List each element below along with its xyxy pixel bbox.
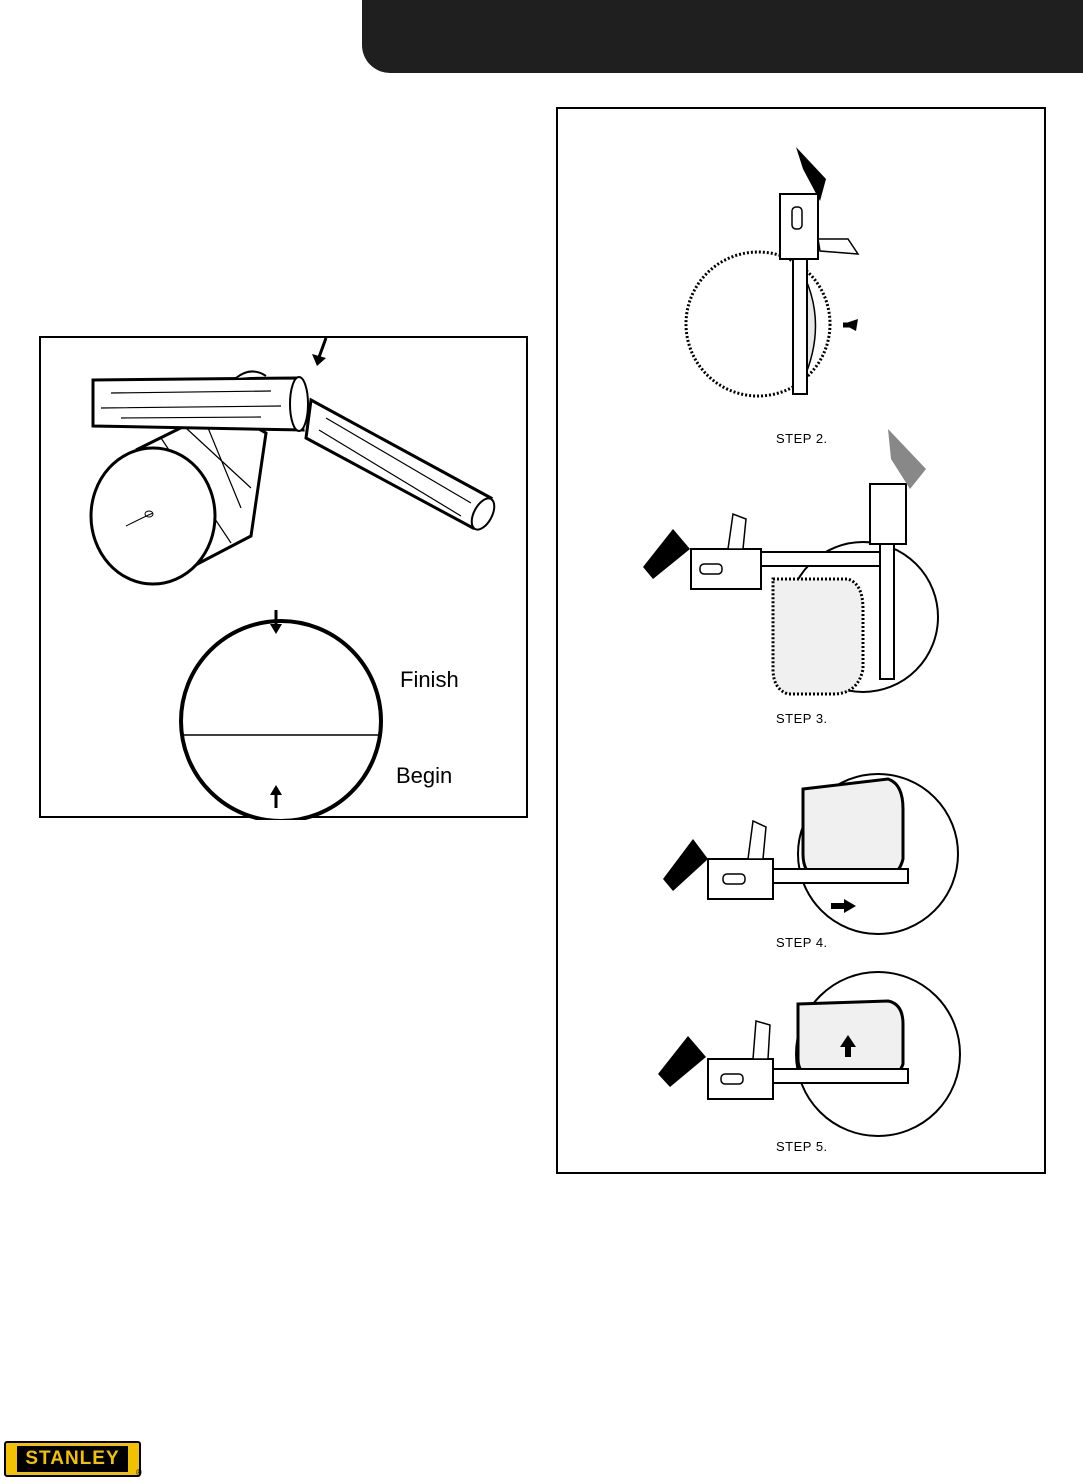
finish-label: Finish [400, 667, 459, 693]
step-3-label: STEP 3. [776, 711, 828, 726]
step-2-label: STEP 2. [776, 431, 828, 446]
saw-steps-illustration [558, 109, 1048, 1176]
log-cutting-figure: Finish Begin [39, 336, 528, 818]
step-2-illustration [686, 147, 858, 396]
saw-steps-figure: STEP 2. STEP 3. STEP 4. STEP 5. [556, 107, 1046, 1174]
step-4-label: STEP 4. [776, 935, 828, 950]
step-4-illustration [663, 774, 958, 934]
registered-mark: ® [136, 1468, 142, 1477]
step-5-label: STEP 5. [776, 1139, 828, 1154]
step-3-illustration [643, 429, 938, 694]
log-illustration [41, 338, 530, 820]
stanley-logo: STANLEY [4, 1441, 141, 1477]
stanley-logo-text: STANLEY [17, 1446, 127, 1472]
begin-label: Begin [396, 763, 452, 789]
step-5-illustration [658, 972, 960, 1136]
header-bar [362, 0, 1083, 73]
